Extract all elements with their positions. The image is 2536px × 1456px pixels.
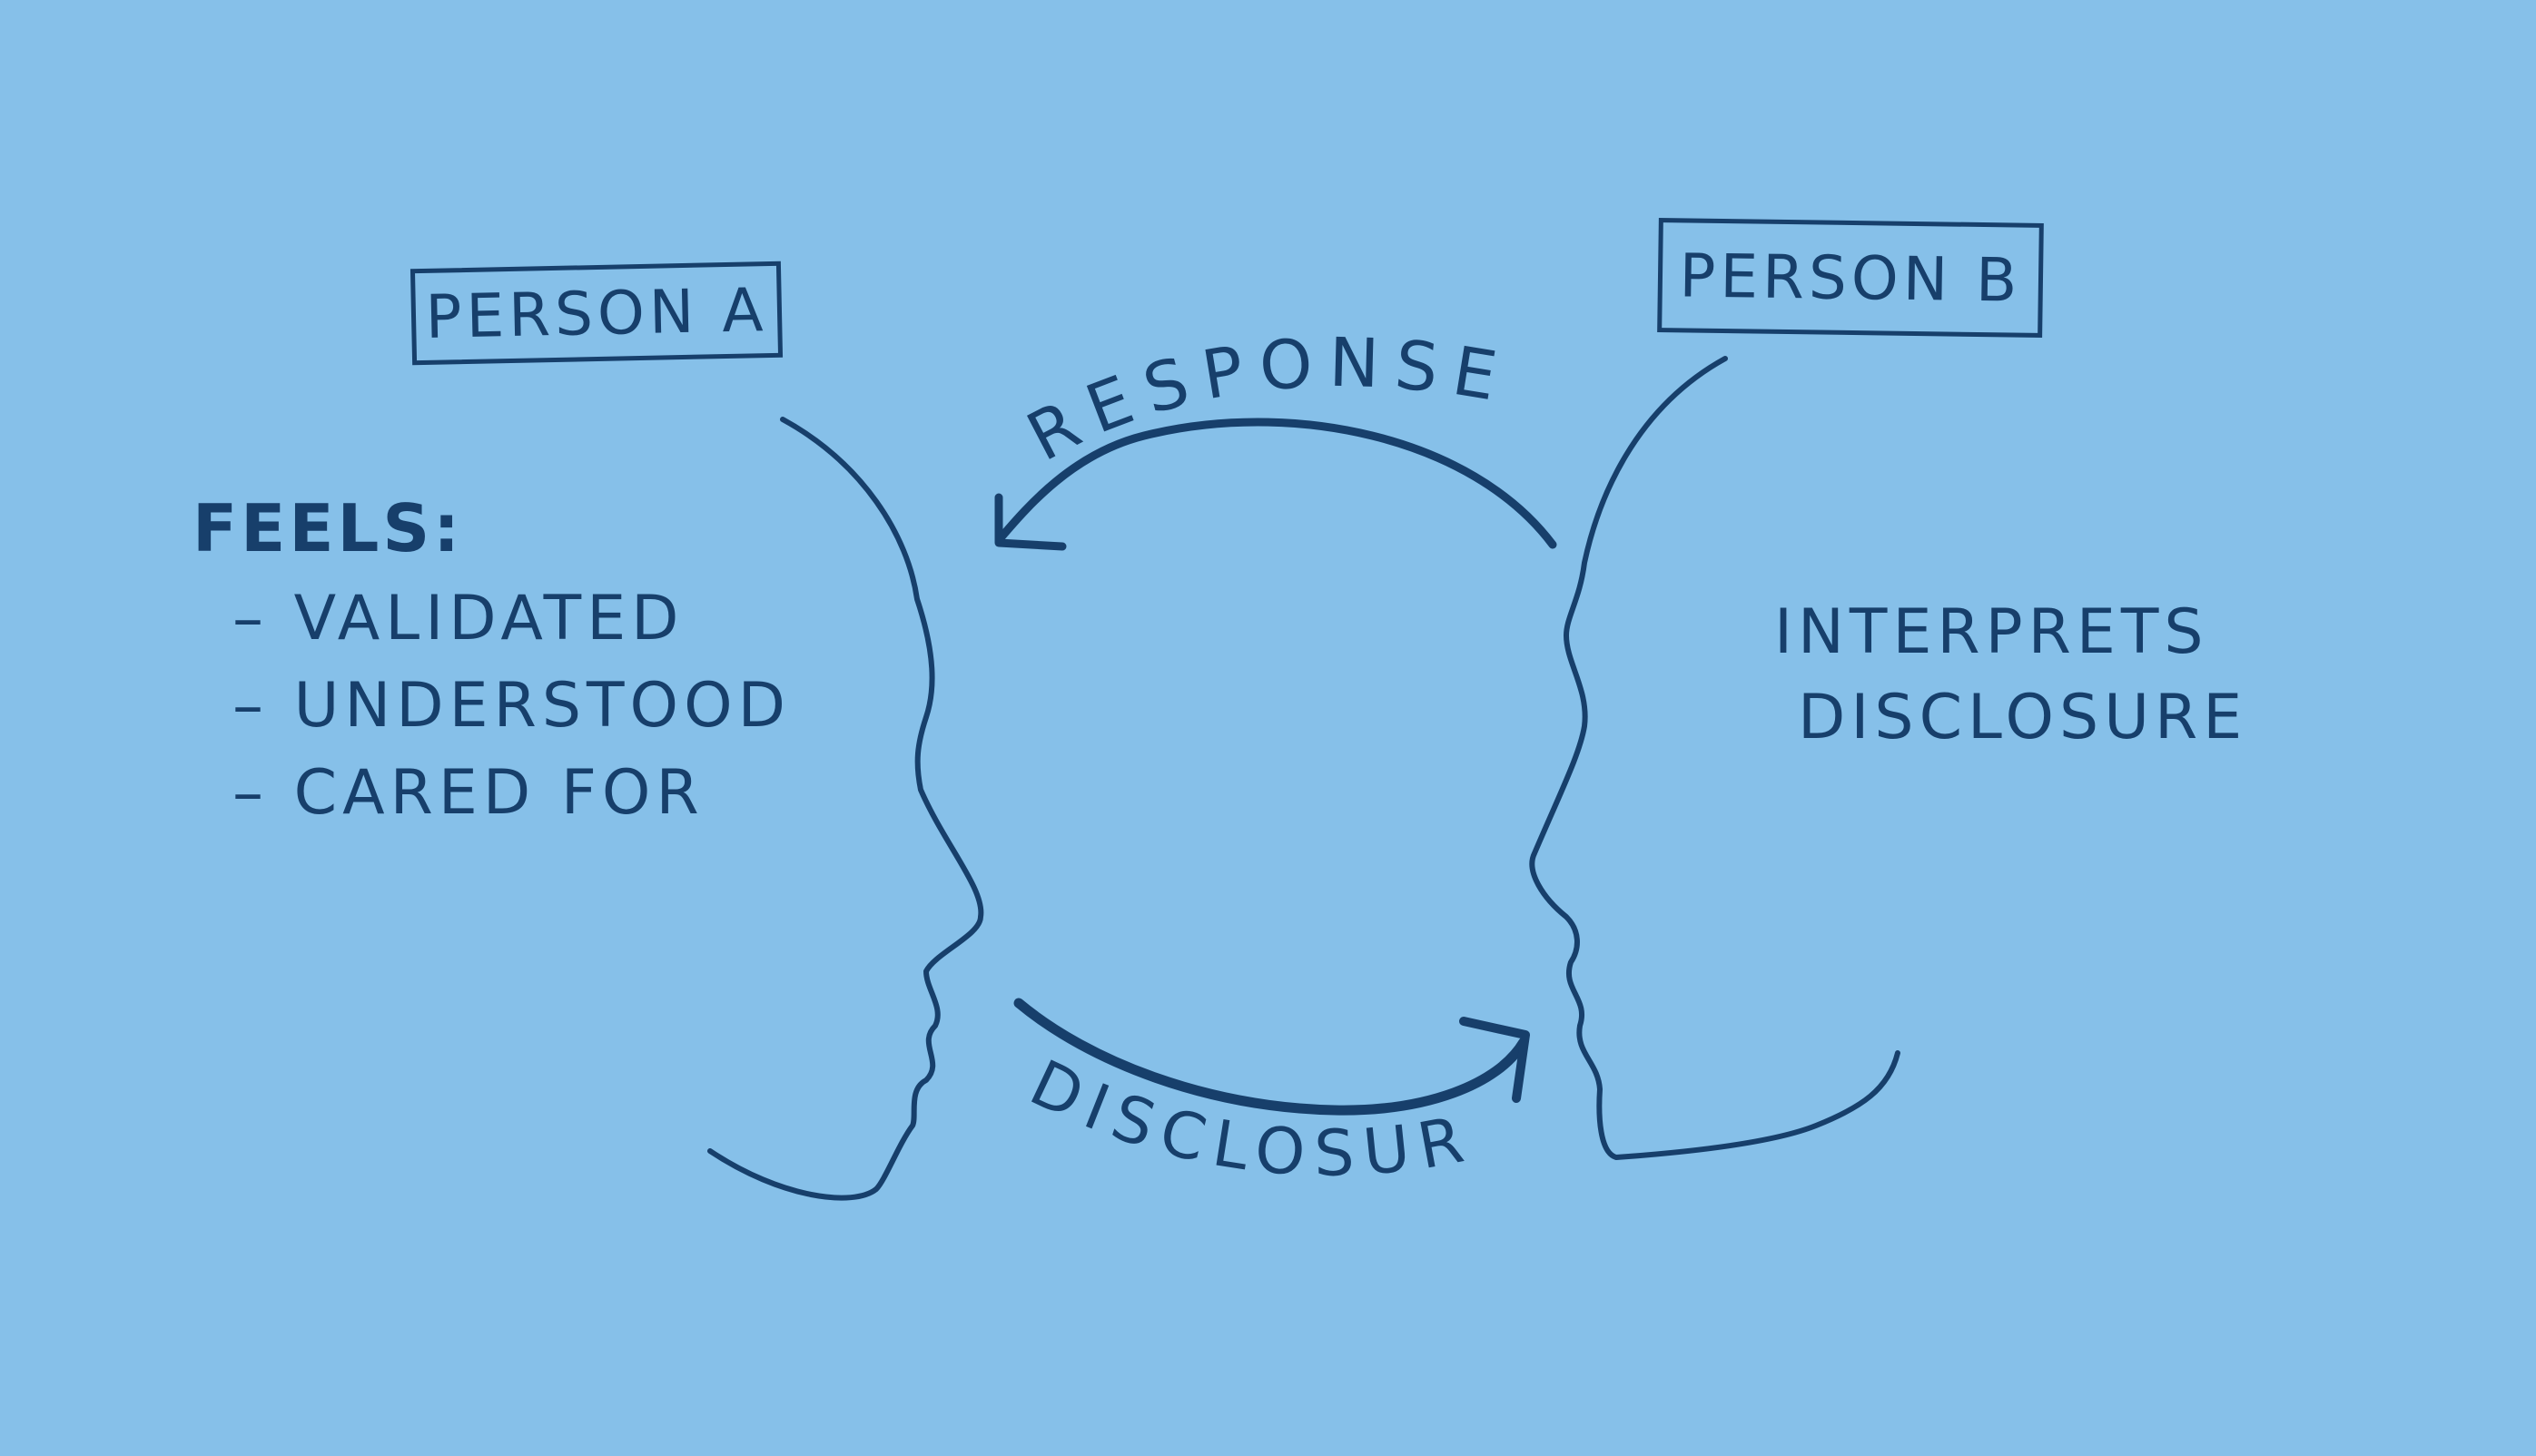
person-b-label-box: PERSON B — [1657, 218, 2044, 338]
feels-item: UNDERSTOOD — [232, 663, 791, 750]
disclosure-arrowhead — [1459, 1017, 1530, 1103]
interprets-note: INTERPRETS DISCLOSURE — [1774, 590, 2247, 761]
feels-title: FEELS: — [192, 490, 464, 566]
feels-item: CARED FOR — [232, 750, 791, 837]
feels-list: FEELS: VALIDATED UNDERSTOOD CARED FOR — [192, 490, 791, 837]
response-arrow — [994, 418, 1557, 549]
person-b-head-outline — [1529, 356, 1900, 1160]
feels-item: VALIDATED — [232, 576, 791, 663]
person-a-label: PERSON A — [424, 274, 769, 352]
feels-items: VALIDATED UNDERSTOOD CARED FOR — [192, 576, 791, 837]
person-a-label-box: PERSON A — [410, 261, 784, 366]
person-b-label: PERSON B — [1679, 240, 2022, 316]
response-arrowhead — [994, 493, 1067, 551]
disclosure-arrow — [1013, 998, 1529, 1116]
interprets-line-2: DISCLOSURE — [1798, 682, 2248, 753]
person-a-head-outline — [707, 417, 984, 1201]
response-arrow-label: RESPONSE — [1015, 324, 1516, 477]
interprets-line-1: INTERPRETS — [1774, 596, 2209, 668]
